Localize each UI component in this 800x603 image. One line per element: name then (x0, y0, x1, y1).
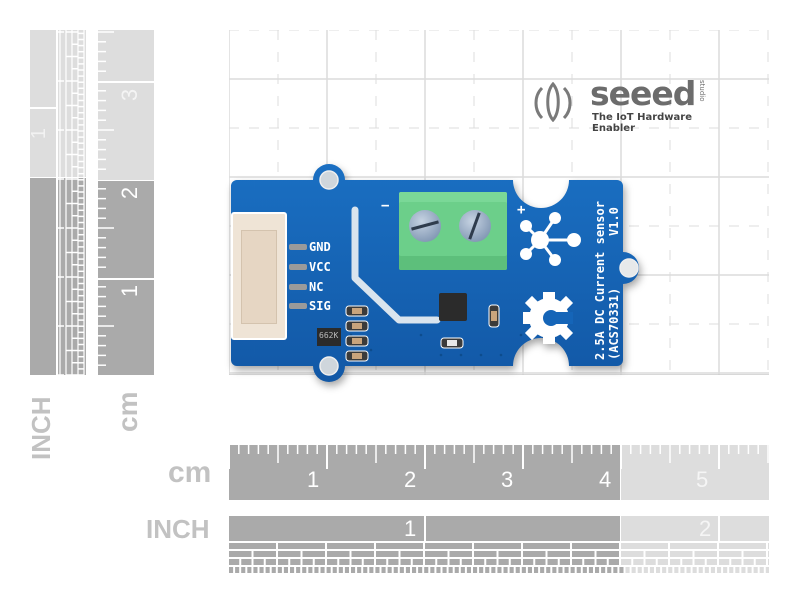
grove-connector (231, 212, 287, 340)
board-version: V1.0 (607, 207, 621, 236)
board-chip-name: (ACS70331) (607, 287, 621, 360)
pin-label-sig: SIG (309, 299, 331, 313)
left-cm-number-3: 3 (117, 88, 143, 102)
seeed-logo-icon (534, 82, 572, 122)
screw-2 (459, 210, 491, 242)
regulator-chip (317, 328, 341, 346)
pin-vcc (289, 264, 307, 270)
bottom-inch-ruler: 1 2 (229, 516, 769, 573)
brand-name: seeed (590, 74, 696, 113)
bottom-cm-number-2: 2 (404, 467, 417, 492)
acs70331-chip (439, 293, 467, 321)
bottom-inch-label: INCH (146, 514, 210, 544)
gear-icon (523, 292, 574, 344)
grove-node-icon (520, 212, 581, 266)
board-title: 2.5A DC Current sensor (593, 201, 607, 360)
mount-hole-right (619, 258, 639, 278)
mount-hole-bottom (319, 356, 339, 376)
bottom-cm-number-3: 3 (501, 467, 514, 492)
brand-sub: studio (698, 80, 706, 102)
screw-1 (409, 210, 441, 242)
left-cm-label: cm (112, 391, 143, 432)
left-cm-number-2: 2 (117, 186, 143, 200)
left-inch-number-1: 1 (28, 127, 51, 140)
pin-gnd (289, 244, 307, 250)
bottom-cm-ruler: 1 2 3 4 5 (229, 445, 769, 500)
pin-sig (289, 303, 307, 309)
screw-terminal (399, 192, 507, 270)
bottom-inch-number-2: 2 (699, 516, 712, 541)
seeed-logo: seeed studio The IoT Hardware Enabler (530, 74, 730, 134)
pin-label-vcc: VCC (309, 260, 331, 274)
bottom-cm-number-5: 5 (696, 467, 709, 492)
left-inch-ruler: 1 (28, 30, 86, 375)
bottom-cm-label: cm (168, 456, 212, 489)
sensor-board: GND VCC NC SIG − + 662K 2.5A DC Current … (231, 160, 651, 392)
pin-label-nc: NC (309, 280, 324, 294)
brand-tagline: The IoT Hardware Enabler (592, 112, 693, 134)
bottom-cm-number-4: 4 (599, 467, 612, 492)
left-cm-number-1: 1 (117, 284, 143, 298)
left-cm-ruler: 3 2 1 (98, 30, 154, 375)
bottom-inch-number-1: 1 (404, 516, 417, 541)
terminal-plus-label: + (517, 202, 526, 218)
left-inch-label: INCH (26, 396, 56, 460)
regulator-marking: 662K (319, 331, 339, 340)
pin-label-gnd: GND (309, 240, 331, 254)
bottom-cm-number-1: 1 (307, 467, 320, 492)
mount-hole-top (319, 170, 339, 190)
pin-nc (289, 284, 307, 290)
terminal-minus-label: − (381, 198, 390, 214)
pcb (231, 164, 639, 382)
